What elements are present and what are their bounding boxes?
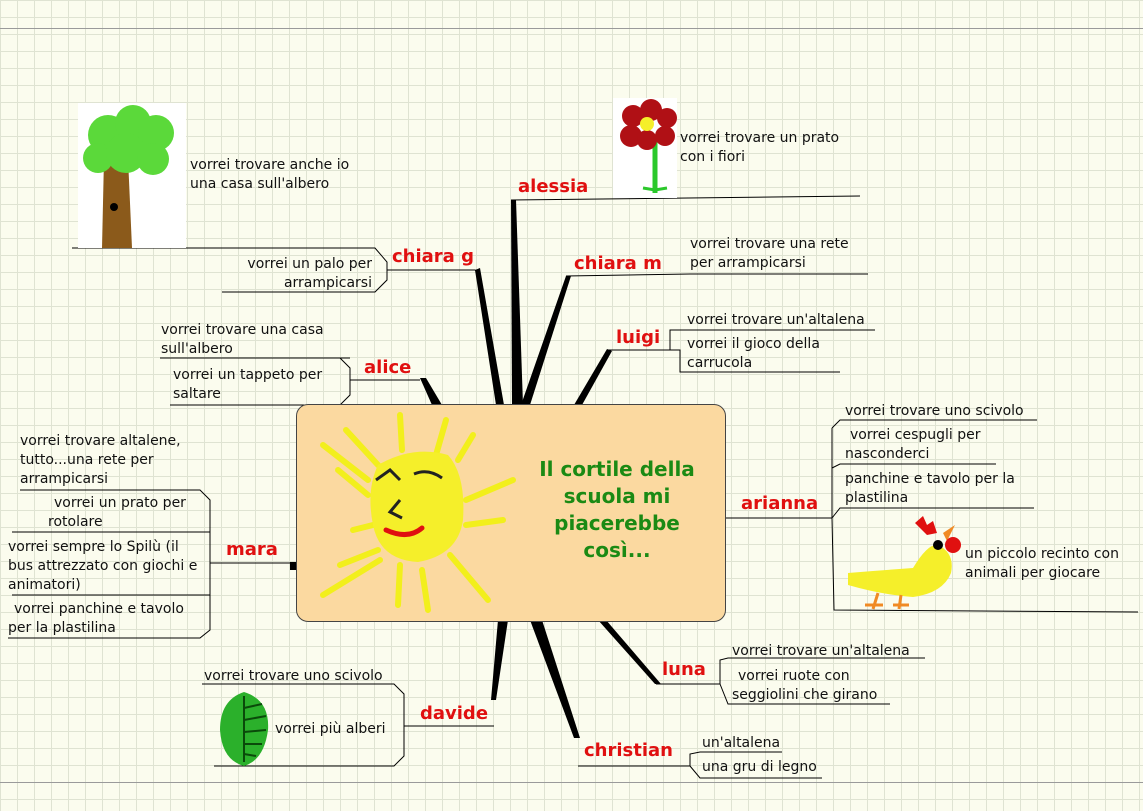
tree-picture [78, 103, 186, 248]
leaf-chiara-g-pole[interactable]: vorrei un palo per arrampicarsi [247, 256, 372, 291]
leaf-arianna-bushes[interactable]: vorrei cespugli per nasconderci [845, 427, 981, 462]
central-topic-box[interactable] [296, 404, 726, 622]
branch-alice[interactable]: alice [364, 357, 412, 378]
leaf-chiara-g-treehouse[interactable]: vorrei trovare anche io una casa sull'al… [190, 157, 350, 192]
leaf-mara-spilu[interactable]: vorrei sempre lo Spilù (il bus attrezzat… [8, 539, 198, 593]
central-topic-title: Il cortile della scuola mi piacerebbe co… [539, 457, 695, 562]
branch-luna[interactable]: luna [662, 659, 706, 680]
leaf-chiara-m-net[interactable]: vorrei trovare una rete per arrampicarsi [690, 236, 849, 271]
leaf-luigi-swing[interactable]: vorrei trovare un'altalena [687, 312, 865, 328]
leaf-luna-wheels[interactable]: vorrei ruote con seggiolini che girano [732, 668, 878, 703]
branch-christian[interactable]: christian [584, 740, 673, 761]
leaf-mara-meadow[interactable]: vorrei un prato per rotolare [48, 495, 186, 530]
leaf-davide-slide[interactable]: vorrei trovare uno scivolo [204, 668, 383, 684]
chick-picture [848, 516, 961, 610]
map-frame [0, 28, 1143, 783]
branch-arianna[interactable]: arianna [741, 493, 819, 514]
leaf-alice-treehouse[interactable]: vorrei trovare una casa sull'albero [161, 322, 324, 357]
leaf-alice-trampoline[interactable]: vorrei un tappeto per saltare [173, 367, 323, 402]
leaf-arianna-slide[interactable]: vorrei trovare uno scivolo [845, 403, 1024, 419]
leaf-arianna-benches[interactable]: panchine e tavolo per la plastilina [845, 471, 1015, 506]
leaf-mara-benches[interactable]: vorrei panchine e tavolo per la plastili… [8, 601, 184, 636]
leaf-christian-swing[interactable]: un'altalena [702, 735, 781, 751]
flower-picture [613, 98, 677, 198]
sun-picture [320, 412, 516, 613]
leaf-alessia-meadow[interactable]: vorrei trovare un prato con i fiori [680, 130, 840, 165]
branch-luigi[interactable]: luigi [616, 327, 661, 348]
leaf-picture [220, 692, 269, 766]
leaf-luigi-pulley[interactable]: vorrei il gioco della carrucola [687, 336, 820, 371]
branch-chiara-m[interactable]: chiara m [574, 253, 662, 274]
branch-mara[interactable]: mara [226, 539, 278, 560]
leaf-mara-swings[interactable]: vorrei trovare altalene, tutto...una ret… [20, 433, 181, 487]
branch-davide[interactable]: davide [420, 703, 489, 724]
leaf-arianna-animals[interactable]: un piccolo recinto con animali per gioca… [965, 546, 1119, 581]
branch-alessia[interactable]: alessia [518, 176, 589, 197]
leaf-christian-crane[interactable]: una gru di legno [702, 759, 817, 775]
leaf-luna-swing[interactable]: vorrei trovare un'altalena [732, 643, 910, 659]
leaf-davide-trees[interactable]: vorrei più alberi [275, 721, 386, 737]
branch-chiara-g[interactable]: chiara g [392, 246, 474, 267]
